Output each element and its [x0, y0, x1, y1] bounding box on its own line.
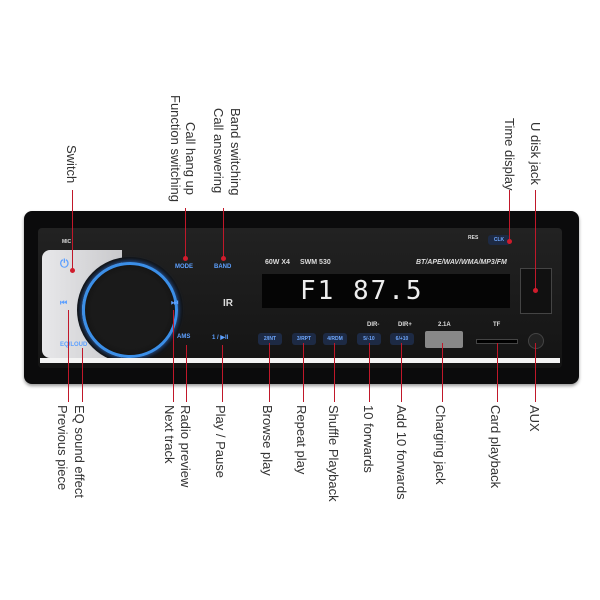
label-aux: AUX [527, 405, 542, 432]
callout-line [497, 343, 498, 402]
label-call-answering: Call answering [211, 108, 226, 194]
clk-button[interactable]: CLK [488, 235, 510, 245]
callout-line [173, 310, 174, 402]
label-previous-piece: Previous piece [55, 405, 70, 491]
callout-line [269, 343, 270, 402]
label-card-playback: Card playback [488, 405, 503, 489]
display-readout: F1 87.5 [300, 276, 424, 306]
callout-line [442, 343, 443, 402]
label-eq-sound-effect: EQ sound effect [72, 405, 87, 498]
preset-5-minus10[interactable]: 5/-10 [357, 333, 381, 345]
power-icon[interactable]: ⏻ [60, 258, 69, 270]
mic-label: MIC [62, 239, 72, 245]
callout-dot [183, 256, 188, 261]
band-button[interactable]: BAND [214, 264, 232, 270]
callout-line [509, 190, 510, 240]
tf-label: TF [493, 322, 501, 328]
label-radio-preview: Radio preview [178, 405, 193, 488]
callout-dot [70, 268, 75, 273]
lcd-display [262, 274, 510, 308]
label-u-disk-jack: U disk jack [528, 122, 543, 185]
faceplate-trim [40, 358, 560, 363]
power-rating: 60W X4 [265, 259, 290, 266]
preset-3-rpt[interactable]: 3/RPT [292, 333, 316, 345]
res-button[interactable]: RES [468, 235, 479, 241]
callout-line [535, 343, 536, 402]
callout-dot [507, 239, 512, 244]
callout-line [185, 208, 186, 258]
label-10-forwards: 10 forwards [361, 405, 376, 473]
dir-plus-label: DIR+ [398, 322, 412, 328]
dir-minus-label: DIR- [367, 322, 380, 328]
usb-port[interactable] [425, 331, 463, 348]
callout-line [535, 190, 536, 290]
preset-6-plus10[interactable]: 6/+10 [390, 333, 414, 345]
callout-line [186, 345, 187, 402]
callout-line [223, 208, 224, 258]
ams-button[interactable]: AMS [177, 334, 191, 340]
volume-knob[interactable] [82, 262, 178, 358]
label-switch: Switch [64, 145, 79, 184]
label-play-pause: Play / Pause [213, 405, 228, 478]
label-charging-jack: Charging jack [433, 405, 448, 485]
model-name: SWM 530 [300, 259, 331, 266]
callout-line [222, 345, 223, 402]
label-function-switching: Function switching [168, 95, 183, 202]
next-button[interactable]: ⏭ [171, 298, 179, 307]
callout-dot [221, 256, 226, 261]
callout-dot [533, 288, 538, 293]
aux-jack[interactable] [528, 333, 544, 349]
callout-line [334, 343, 335, 402]
callout-line [303, 343, 304, 402]
usb-rating: 2.1A [438, 322, 451, 328]
label-band-switching: Band switching [228, 108, 243, 196]
preset-4-rdm[interactable]: 4/RDM [323, 333, 347, 345]
callout-line [369, 343, 370, 402]
callout-line [68, 310, 69, 402]
play-pause-button[interactable]: 1 / ▶II [212, 335, 229, 341]
label-call-hang-up: Call hang up [183, 122, 198, 195]
previous-button[interactable]: ⏮ [60, 298, 68, 307]
callout-line [72, 190, 73, 270]
callout-line [401, 343, 402, 402]
formats-label: BT/APE/WAV/WMA/MP3/FM [416, 259, 507, 266]
mode-button[interactable]: MODE [175, 264, 193, 270]
preset-2-int[interactable]: 2/INT [258, 333, 282, 345]
ir-sensor: IR [223, 298, 233, 309]
eq-loud-button[interactable]: EQ/LOUD [60, 342, 88, 348]
callout-line [82, 348, 83, 402]
label-shuffle-playback: Shuffle Playback [326, 405, 341, 502]
label-browse-play: Browse play [260, 405, 275, 476]
label-time-display: Time display [502, 118, 517, 191]
label-repeat-play: Repeat play [294, 405, 309, 475]
label-add-10-forwards: Add 10 forwards [394, 405, 409, 500]
label-next-track: Next track [162, 405, 177, 464]
